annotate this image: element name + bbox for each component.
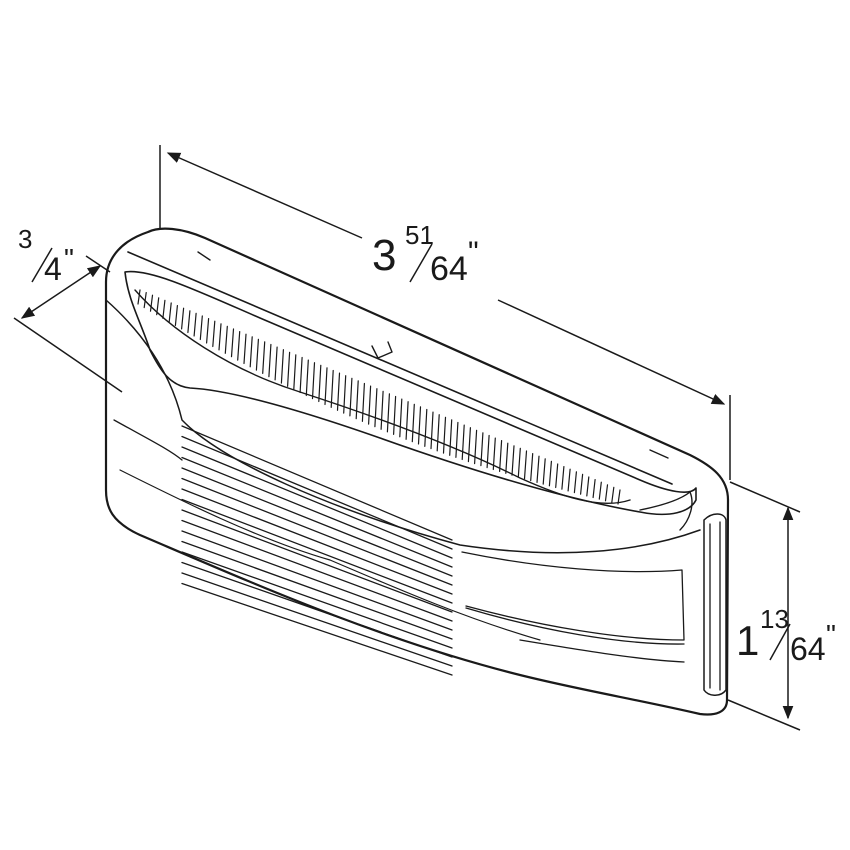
- upper-lens-ribs: [137, 289, 621, 505]
- depth-dimension: 3 4 ": [13, 224, 123, 393]
- louver-line: [181, 446, 453, 559]
- louver-line: [181, 509, 453, 613]
- length-whole: 3: [372, 231, 396, 280]
- louver-line: [181, 561, 453, 658]
- lamp-housing: [104, 227, 730, 716]
- louver-line: [181, 425, 453, 541]
- louver-line: [181, 551, 453, 649]
- louver-line: [181, 488, 453, 595]
- height-dimension: 1 13 64 ": [727, 481, 836, 731]
- louver-line: [181, 530, 453, 631]
- front-louvers: [181, 425, 453, 676]
- length-dimension: 3 51 64 ": [159, 145, 731, 480]
- height-denominator: 64: [790, 631, 826, 667]
- height-numerator: 13: [760, 604, 789, 634]
- louver-line: [181, 477, 453, 586]
- louver-line: [181, 467, 453, 577]
- length-denominator: 64: [430, 250, 468, 288]
- depth-unit: ": [64, 243, 74, 274]
- depth-denominator: 4: [44, 251, 62, 287]
- louver-line: [181, 435, 453, 550]
- louver-line: [181, 572, 453, 667]
- louver-line: [181, 498, 453, 604]
- louver-line: [181, 519, 453, 622]
- height-unit: ": [826, 619, 836, 650]
- housing-outline: [104, 227, 730, 716]
- louver-line: [181, 582, 453, 676]
- depth-numerator: 3: [18, 224, 32, 254]
- length-numerator: 51: [405, 220, 434, 250]
- length-unit: ": [468, 236, 479, 269]
- louver-line: [181, 456, 453, 568]
- louver-line: [181, 540, 453, 640]
- height-whole: 1: [736, 617, 759, 664]
